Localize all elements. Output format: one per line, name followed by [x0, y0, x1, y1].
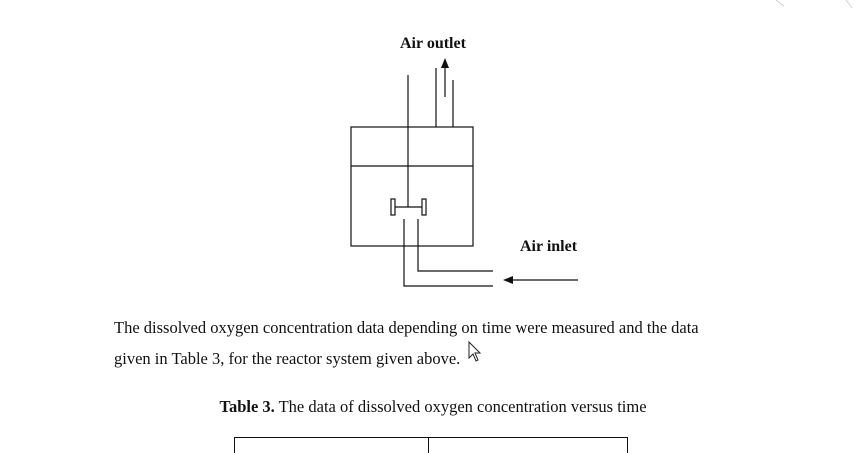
table-caption-label: Table 3.: [219, 397, 275, 416]
paragraph-line-1: The dissolved oxygen concentration data …: [114, 318, 699, 337]
impeller-left-blade: [390, 198, 396, 216]
inlet-arrow-head: [503, 276, 513, 284]
air-inlet-label: Air inlet: [520, 238, 578, 255]
outlet-arrow-head: [441, 58, 449, 68]
impeller-right-blade: [421, 198, 427, 216]
table-caption-text: The data of dissolved oxygen concentrati…: [274, 397, 647, 416]
inlet-pipe-outer: [403, 219, 493, 287]
mouse-cursor-icon: [468, 341, 482, 362]
table-column-divider: [428, 438, 429, 453]
reactor-diagram: [350, 58, 578, 287]
page-corner-fold: [776, 0, 853, 9]
table-caption: Table 3. The data of dissolved oxygen co…: [0, 397, 866, 417]
paragraph-line-2: given in Table 3, for the reactor system…: [114, 349, 461, 368]
air-outlet-label: Air outlet: [400, 35, 466, 52]
data-table: [234, 437, 628, 453]
reactor-vessel: [350, 126, 474, 247]
inlet-pipe-inner: [417, 219, 493, 272]
